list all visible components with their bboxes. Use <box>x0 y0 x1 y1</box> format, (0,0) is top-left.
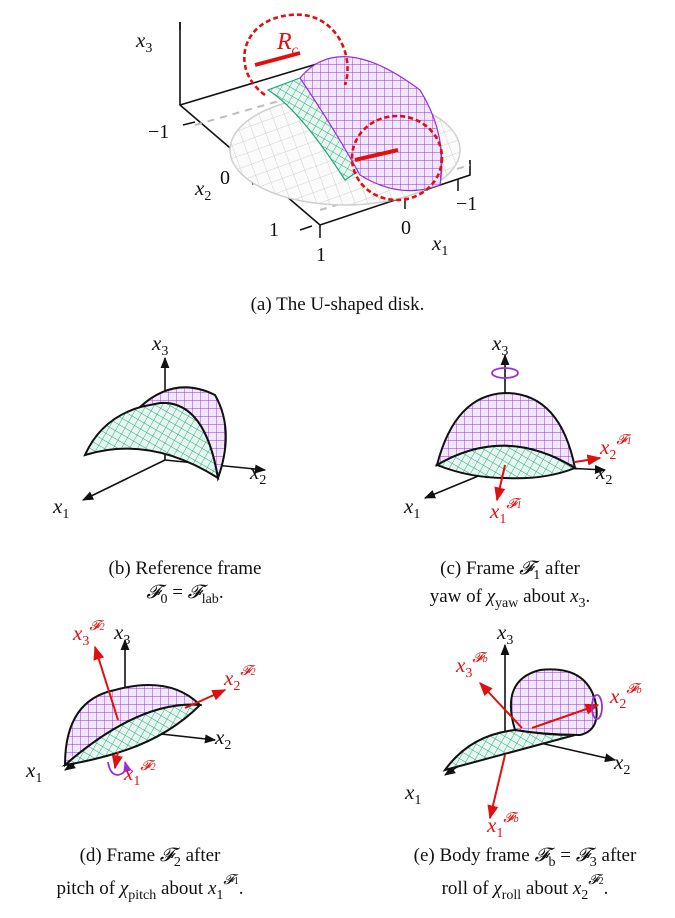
panel-a-x1-tick-zero: 0 <box>401 217 411 239</box>
panel-c-x3-label: x3 <box>492 331 509 359</box>
panel-a-x3-label: x3 <box>136 28 153 56</box>
caption-d: (d) Frame 𝓕2 after pitch of χpitch about… <box>20 844 280 904</box>
panel-a-x2-tick-pos: 1 <box>269 219 279 241</box>
caption-e: (e) Body frame 𝓕b = 𝓕3 after roll of χro… <box>380 844 670 904</box>
roll-rotation-arrow <box>591 694 603 720</box>
panel-e-x1Fb-label: x1𝓕b <box>487 811 519 841</box>
panel-d-red-axes <box>93 645 227 770</box>
panel-e-x3Fb-label: x3𝓕b <box>456 651 488 681</box>
panel-e-x2Fb-label: x2𝓕b <box>610 682 642 712</box>
panel-d-x2F2-label: x2𝓕2 <box>224 664 256 694</box>
panel-d-x1-label: x1 <box>26 758 43 786</box>
panel-e-green-half <box>442 728 576 772</box>
panel-a-x1-label: x1 <box>432 231 449 259</box>
lower-dashed-circle <box>350 114 444 202</box>
panel-d-x2-label: x2 <box>215 725 232 753</box>
panel-a-x2-tick-zero: 0 <box>220 167 230 189</box>
radius-bar-lower <box>354 148 399 162</box>
panel-e-red-axes <box>479 681 600 820</box>
panel-a-x2-label: x2 <box>195 176 212 204</box>
caption-c-line2: yaw of χyaw about x3. <box>429 585 591 611</box>
caption-d-line1: (d) Frame 𝓕2 after <box>79 845 221 870</box>
caption-e-line2: roll of χroll about x2𝓕2. <box>441 872 609 903</box>
panel-d-x3F2-label: x3𝓕2 <box>73 619 105 649</box>
caption-e-line1: (e) Body frame 𝓕b = 𝓕3 after <box>413 845 637 870</box>
panel-d-green-half <box>61 703 203 767</box>
panel-c-x2F1-label: x2𝓕1 <box>600 433 632 463</box>
panel-e-x2-label: x2 <box>614 750 631 778</box>
panel-c-x1-label: x1 <box>404 494 421 522</box>
panel-e-purple-half <box>509 668 598 737</box>
panel-e-x1-label: x1 <box>405 780 422 808</box>
panel-d-x1F2-label: x1𝓕2 <box>124 759 156 789</box>
panel-a-x1-tick-pos: 1 <box>316 244 326 266</box>
panel-e-x3-label: x3 <box>497 620 514 648</box>
caption-a: (a) The U-shaped disk. <box>250 294 425 315</box>
panel-c-green-half <box>434 444 578 480</box>
panel-b-x1-label: x1 <box>53 494 70 522</box>
caption-b-line1: (b) Reference frame <box>108 558 262 579</box>
panel-c-x1F1-label: x1𝓕1 <box>490 497 522 527</box>
yaw-rotation-arrow <box>491 367 519 379</box>
caption-b-line2: 𝓕0 = 𝓕lab. <box>146 581 224 607</box>
upper-dashed-circle <box>243 13 349 97</box>
caption-d-line2: pitch of χpitch about x1𝓕1. <box>56 872 244 903</box>
panel-a-x1-tick-neg: −1 <box>456 193 478 215</box>
caption-b: (b) Reference frame 𝓕0 = 𝓕lab. <box>80 557 290 608</box>
radius-bar-upper <box>254 51 301 67</box>
panel-b-x2-label: x2 <box>250 460 267 488</box>
panel-b-x3-label: x3 <box>152 331 169 359</box>
panel-b-purple-half <box>136 386 227 482</box>
caption-c: (c) Frame 𝓕1 after yaw of χyaw about x3. <box>400 557 620 612</box>
panel-c-x2-label: x2 <box>596 460 613 488</box>
caption-c-line1: (c) Frame 𝓕1 after <box>440 558 580 583</box>
panel-c-red-axes <box>494 454 602 502</box>
panel-a-x2-tick-neg: −1 <box>148 121 170 143</box>
panel-d-x3-label: x3 <box>114 620 131 648</box>
radius-label: Rc <box>277 29 298 58</box>
pitch-rotation-arrow <box>107 760 132 776</box>
